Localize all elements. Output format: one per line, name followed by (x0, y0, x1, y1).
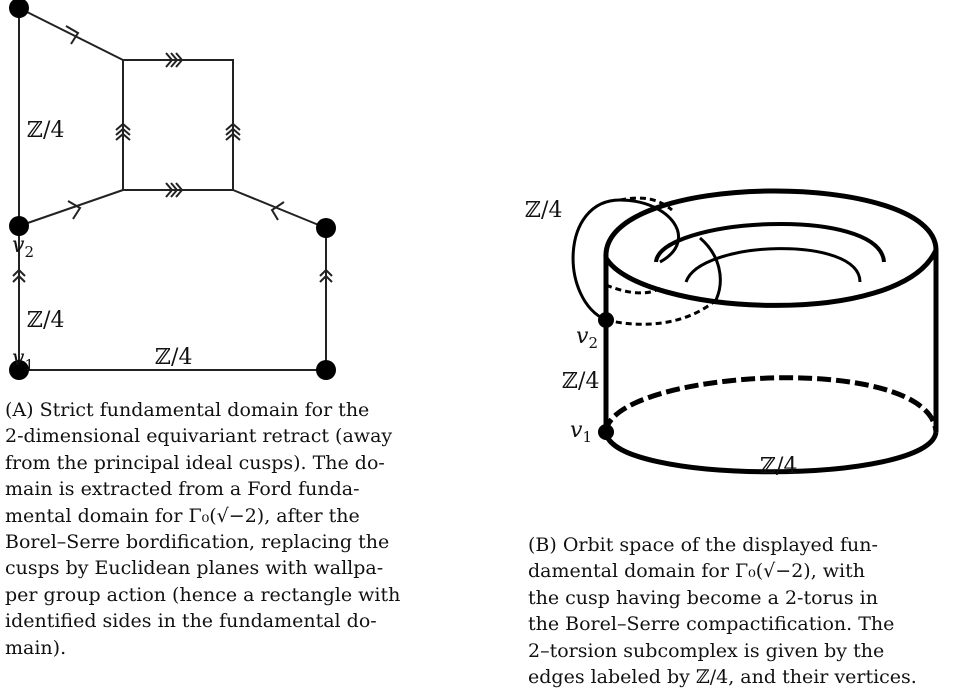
torus-outer-top (603, 188, 939, 259)
vertex-v1 (9, 360, 29, 380)
double-arrow-left (12, 268, 26, 283)
dashed-inner-2 (605, 298, 717, 326)
label-a-v1: v1 (12, 346, 34, 374)
triple-arrow-top (165, 52, 184, 68)
panel-a-vertices (9, 0, 336, 380)
caption-a-line: from the principal ideal cusps). The do- (5, 451, 385, 474)
arrow-mark-3 (270, 201, 285, 221)
dashed-inner-1 (605, 283, 661, 295)
caption-a-line: main). (5, 636, 67, 659)
caption-b: (B) Orbit space of the displayed fun- da… (528, 532, 950, 690)
caption-a-tag: (A) (5, 399, 34, 421)
caption-a-line: per group action (hence a rectangle with (5, 583, 401, 606)
bottom-ellipse-back (603, 375, 939, 433)
loop-z4 (571, 198, 680, 322)
panel-b-diagram (571, 188, 939, 475)
caption-a-line: (A) Strict fundamental domain for the (5, 399, 370, 421)
caption-b-line: edges labeled by ℤ/4, and their vertices… (528, 666, 917, 689)
label-a-z4-bottom: ℤ/4 (155, 345, 192, 370)
label-a-v2: v2 (12, 233, 34, 261)
vertex-right (316, 218, 336, 238)
label-b-v1: v1 (570, 418, 592, 446)
loop-inner-curve (699, 236, 722, 301)
caption-a-line: main is extracted from a Ford funda- (5, 478, 360, 501)
bottom-ellipse-front (603, 431, 939, 475)
caption-a-line: identified sides in the fundamental do- (5, 610, 377, 633)
inner-rectangle (122, 59, 234, 191)
label-a-z4-top: ℤ/4 (27, 118, 64, 143)
triple-arrow-left (115, 122, 131, 141)
panel-a-diagram (12, 7, 333, 371)
caption-b-line: 2–torsion subcomplex is given by the (528, 639, 885, 662)
edge-slant-bottom-right (232, 189, 327, 229)
caption-b-tag: (B) (528, 534, 557, 556)
vertex-b-v2 (598, 312, 614, 328)
torus-outer-front (603, 248, 939, 308)
vertex-v2 (9, 216, 29, 236)
edge-slant-bottom-left (18, 189, 124, 227)
triple-arrow-right (225, 122, 241, 141)
caption-b-line: the Borel–Serre compactification. The (528, 613, 895, 636)
vertex-top-left (9, 0, 29, 18)
vertex-b-v1 (598, 424, 614, 440)
triple-arrow-bottom (165, 182, 184, 198)
vertex-bottom-right (316, 360, 336, 380)
caption-b-line: the cusp having become a 2-torus in (528, 586, 878, 609)
caption-a-line: mental domain for Γ₀(√−2), after the (5, 504, 360, 527)
caption-b-line: (B) Orbit space of the displayed fun- (528, 534, 878, 556)
label-b-z4-left: ℤ/4 (562, 369, 599, 394)
label-a-z4-left: ℤ/4 (27, 308, 64, 333)
dashed-loop-top (619, 196, 673, 212)
arrow-mark-2 (67, 200, 82, 220)
arrow-mark-1 (65, 25, 80, 45)
label-b-v2: v2 (576, 324, 598, 352)
caption-b-line: damental domain for Γ₀(√−2), with (528, 560, 865, 583)
caption-a-line: 2-dimensional equivariant retract (away (5, 425, 393, 448)
edge-slant-top (18, 7, 124, 61)
torus-hole-arc (684, 247, 862, 283)
torus-inner-arc (654, 222, 886, 263)
double-arrow-right (319, 268, 333, 283)
caption-a-line: Borel–Serre bordification, replacing the (5, 531, 390, 554)
panel-b-vertices (598, 312, 614, 440)
caption-a-line: cusps by Euclidean planes with wallpa- (5, 557, 384, 580)
label-b-z4-top: ℤ/4 (525, 198, 562, 223)
caption-a: (A) Strict fundamental domain for the 2-… (5, 397, 441, 661)
label-b-z4-bottom: ℤ/4 (760, 454, 797, 479)
